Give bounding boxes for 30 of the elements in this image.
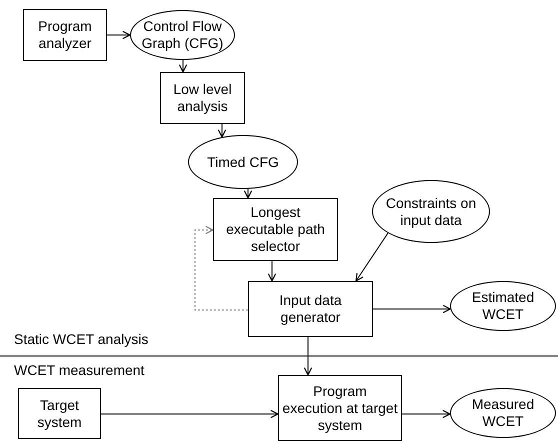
section-label: WCET measurement <box>14 362 144 378</box>
arrow <box>304 336 312 376</box>
node-text: Target system <box>36 396 83 430</box>
arrow <box>268 260 276 282</box>
node-text: Timed CFG <box>206 154 280 170</box>
arrow <box>106 30 131 40</box>
arrow <box>402 410 451 418</box>
arrow <box>244 188 252 199</box>
node-text: Estimated WCET <box>470 289 536 323</box>
process-box <box>213 198 338 261</box>
node-text: Constraints on input data <box>384 194 478 228</box>
arrow <box>372 304 451 314</box>
node-text: Program execution at target system <box>281 382 399 434</box>
node-text: Input data generator <box>278 292 343 326</box>
node-text: Measured WCET <box>470 396 536 430</box>
dashed-arrow <box>194 226 248 310</box>
node-text: Control Flow Graph (CFG) <box>140 18 224 52</box>
arrow <box>100 410 279 418</box>
arrow <box>355 232 388 282</box>
node-text: Program analyzer <box>37 18 93 52</box>
process-box <box>248 281 373 337</box>
arrow <box>218 124 226 138</box>
process-box <box>23 9 107 61</box>
process-box <box>160 72 245 124</box>
node-text: Longest executable path selector <box>225 204 326 255</box>
arrow <box>178 60 188 73</box>
node-text: Low level analysis <box>172 81 233 115</box>
process-box <box>18 388 101 439</box>
process-box <box>278 375 402 441</box>
section-label: Static WCET analysis <box>14 331 148 347</box>
